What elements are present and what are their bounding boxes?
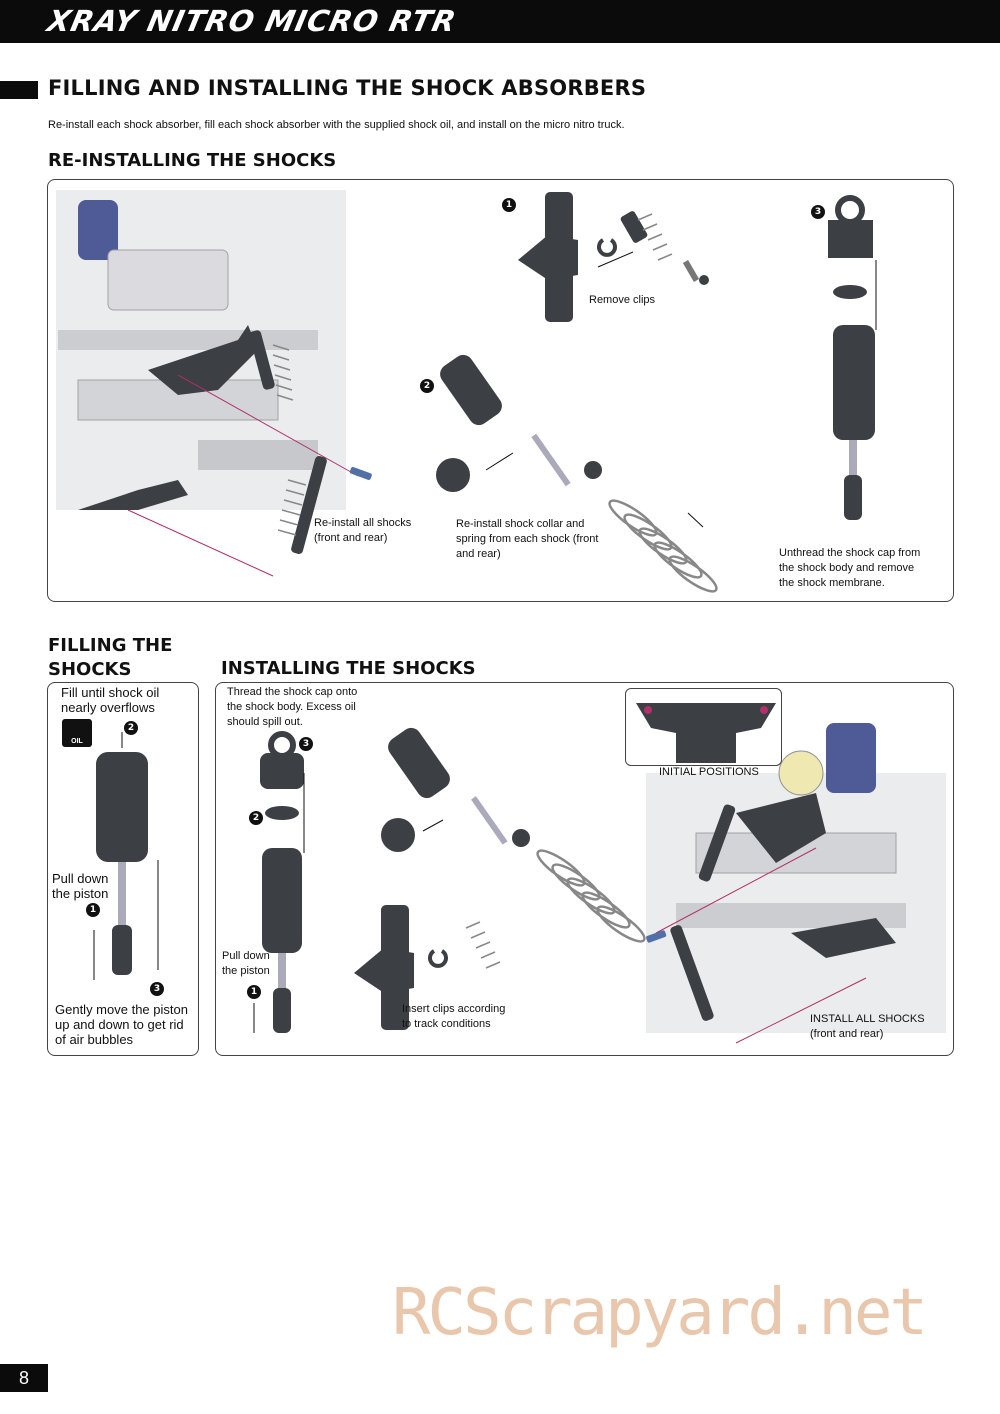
caption-install-pull-down: Pull down the piston [222, 950, 270, 977]
section-title: FILLING AND INSTALLING THE SHOCK ABSORBE… [48, 76, 647, 100]
caption-remove-clips: Remove clips [589, 294, 656, 306]
install-step-2-badge: 2 [249, 811, 263, 825]
step-3-badge: 3 [811, 205, 825, 219]
fill-step-2-badge: 2 [124, 721, 138, 735]
install-step-3-badge: 3 [299, 737, 313, 751]
installing-title: INSTALLING THE SHOCKS [221, 658, 476, 679]
section-marker [0, 81, 38, 99]
section-intro: Re-install each shock absorber, fill eac… [48, 119, 625, 131]
reinstall-title: RE-INSTALLING THE SHOCKS [48, 150, 337, 171]
caption-fill: Fill until shock oil nearly overflows [61, 685, 160, 715]
header-bar [0, 0, 1000, 43]
caption-insert-clips: Insert clips according to track conditio… [402, 1003, 506, 1030]
reinstall-illustration [56, 190, 877, 593]
caption-reinstall-all: Re-install all shocks (front and rear) [314, 517, 412, 544]
filling-title: FILLING THE SHOCKS [48, 635, 173, 680]
initial-positions-box [625, 688, 782, 766]
caption-reinstall-collar: Re-install shock collar and spring from … [456, 518, 599, 560]
caption-install-all: INSTALL ALL SHOCKS (front and rear) [810, 1013, 925, 1040]
filling-illustration [93, 732, 159, 980]
caption-pull-down: Pull down the piston [52, 871, 109, 901]
installing-illustration [253, 703, 946, 1044]
page-number: 8 [0, 1364, 48, 1392]
caption-initial-positions: INITIAL POSITIONS [659, 766, 759, 778]
caption-gently: Gently move the piston up and down to ge… [55, 1002, 188, 1047]
fill-step-3-badge: 3 [150, 982, 164, 996]
caption-unthread: Unthread the shock cap from the shock bo… [779, 547, 921, 589]
step-2-badge: 2 [420, 379, 434, 393]
watermark: RCScrapyard.net [392, 1276, 928, 1350]
step-1-badge: 1 [502, 198, 516, 212]
oil-bottle-icon: OIL [62, 719, 92, 747]
fill-step-1-badge: 1 [86, 903, 100, 917]
brand-title: XRAY NITRO MICRO RTR [44, 4, 460, 38]
chassis-image [56, 190, 346, 510]
caption-thread-cap: Thread the shock cap onto the shock body… [227, 686, 358, 728]
install-step-1-badge: 1 [247, 985, 261, 999]
